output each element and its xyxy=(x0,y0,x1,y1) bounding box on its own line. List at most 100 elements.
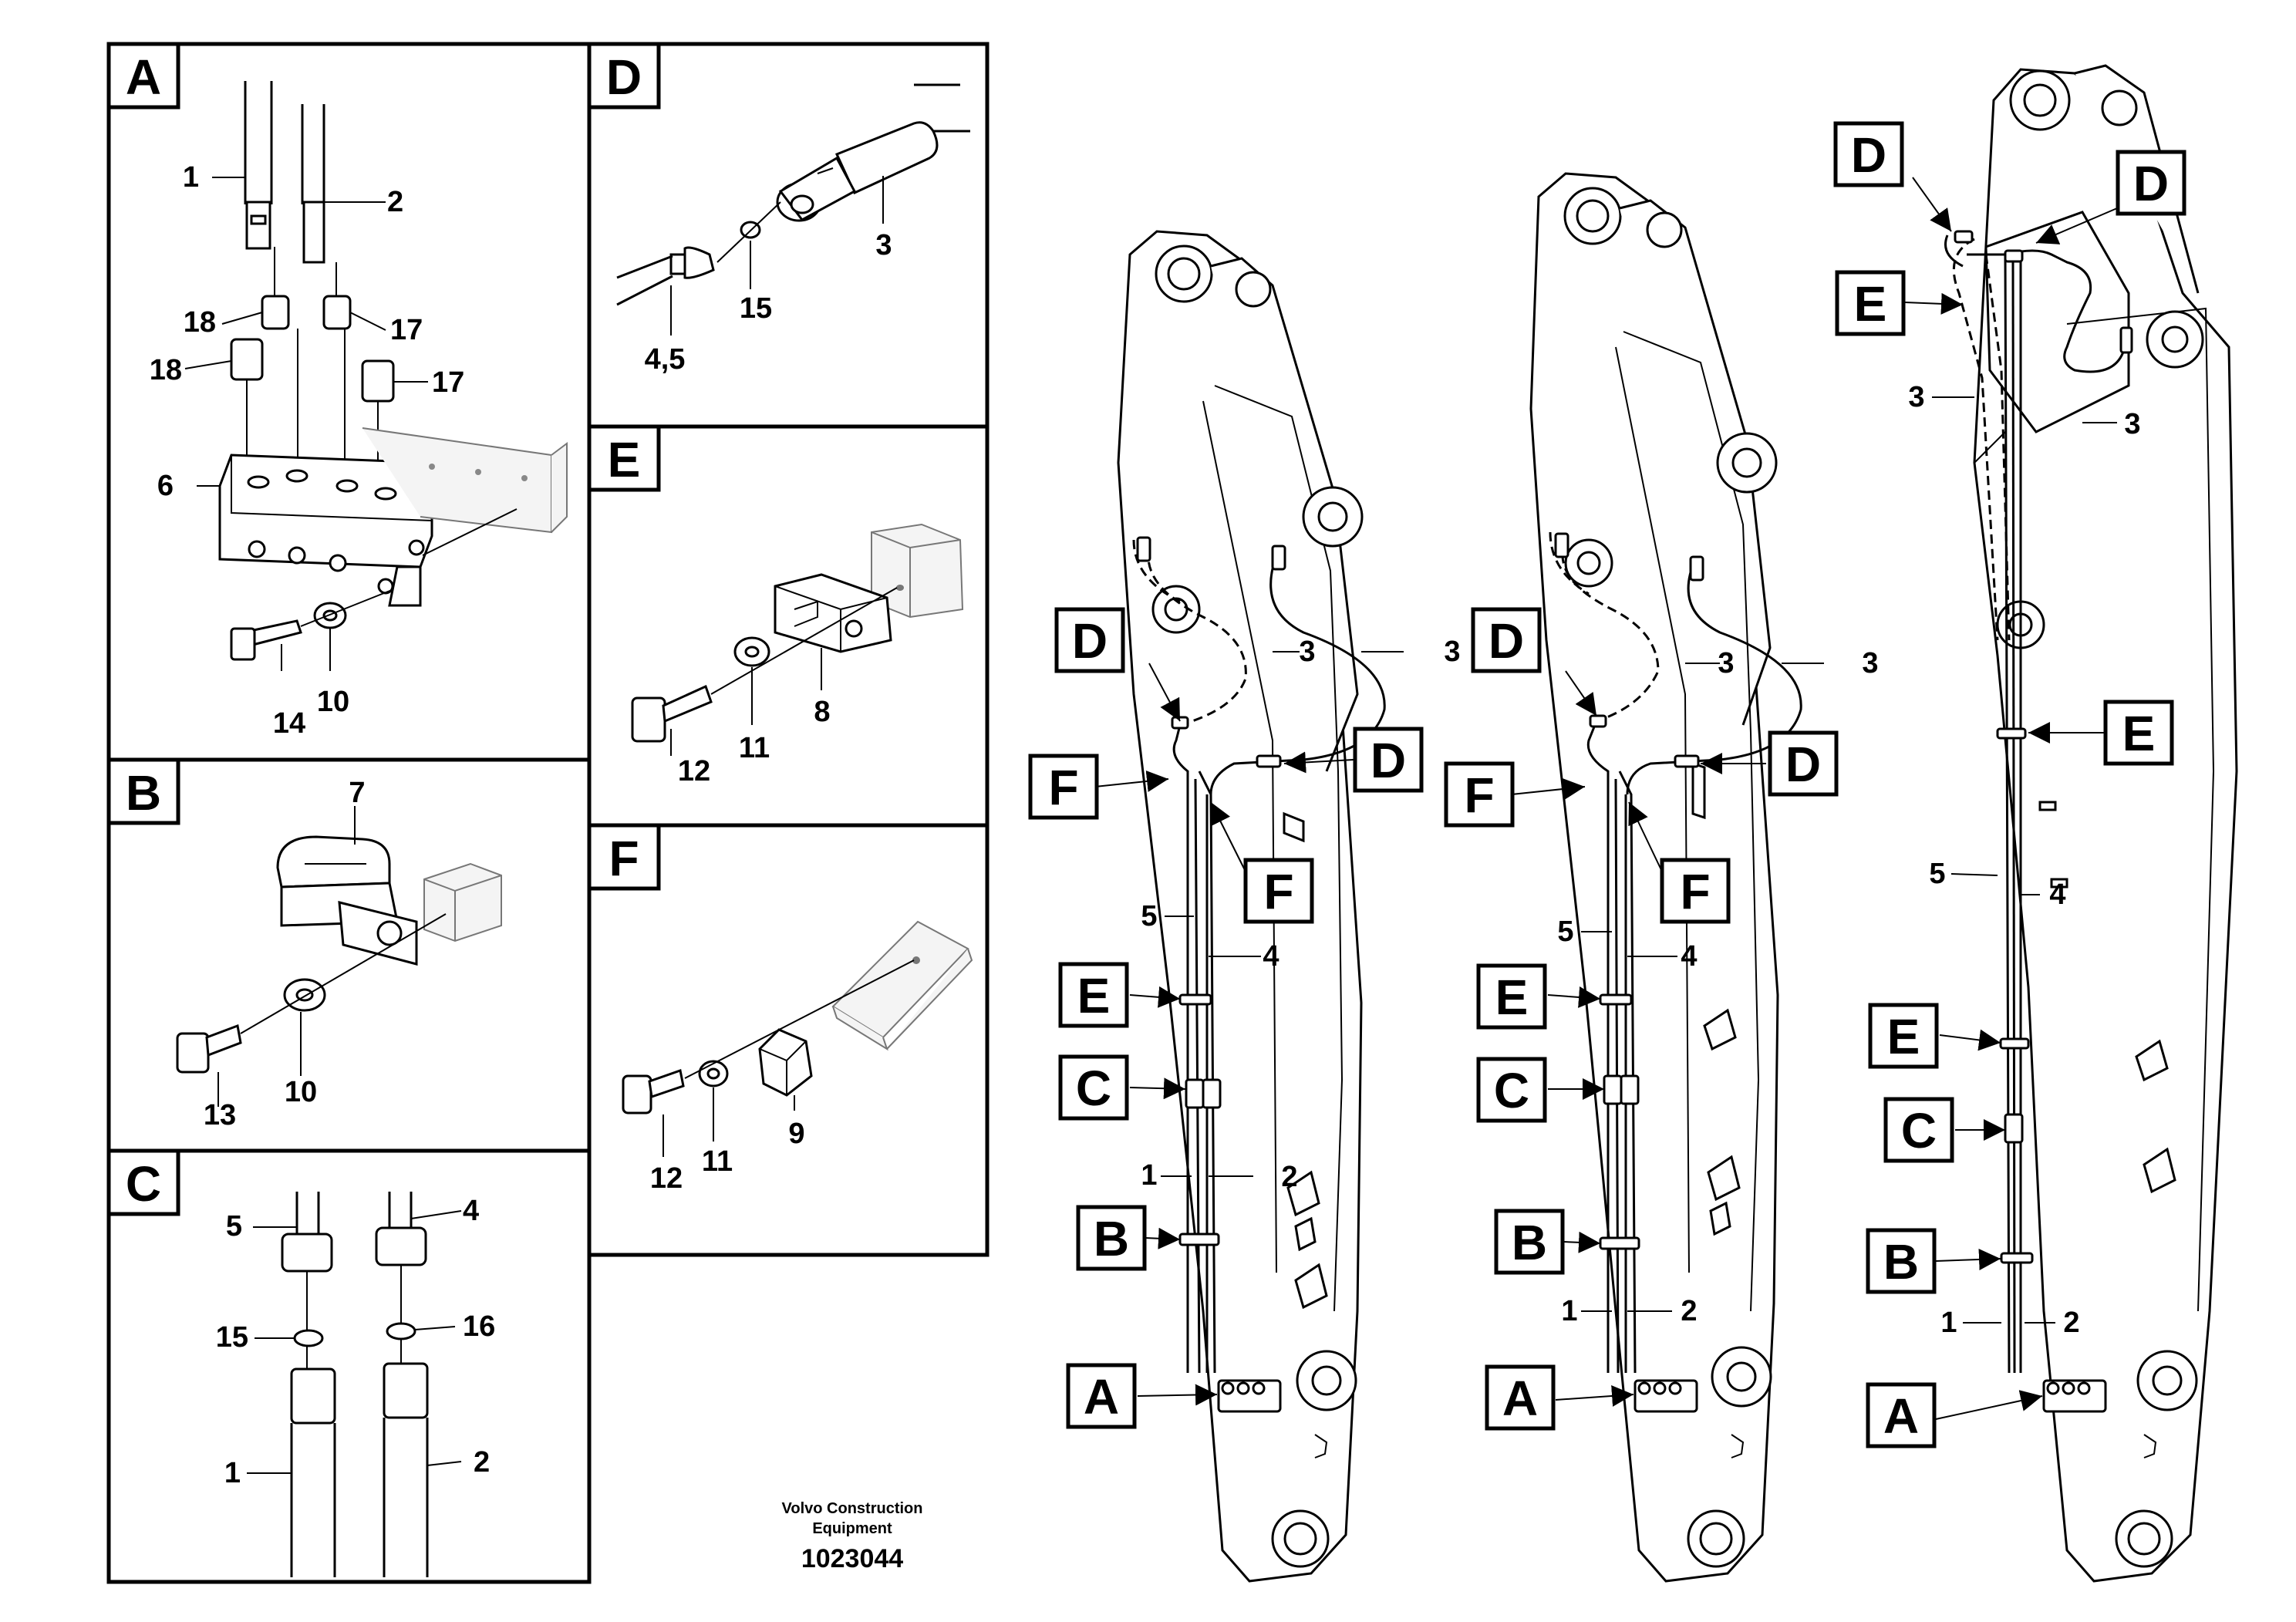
svg-text:B: B xyxy=(1512,1215,1547,1270)
svg-text:3: 3 xyxy=(1862,647,1878,679)
svg-text:1: 1 xyxy=(1141,1159,1157,1192)
svg-text:1: 1 xyxy=(224,1457,241,1489)
svg-text:3: 3 xyxy=(875,229,892,261)
svg-text:2: 2 xyxy=(1281,1161,1297,1193)
footer-company-line2: Equipment xyxy=(812,1520,892,1537)
svg-text:B: B xyxy=(1094,1211,1129,1266)
svg-text:E: E xyxy=(608,432,641,487)
svg-text:12: 12 xyxy=(678,755,710,787)
panel-f-drawing xyxy=(622,920,973,1157)
svg-text:11: 11 xyxy=(739,732,770,764)
svg-text:1: 1 xyxy=(183,161,199,194)
svg-text:3: 3 xyxy=(1718,647,1734,679)
svg-text:E: E xyxy=(2122,706,2156,761)
svg-text:13: 13 xyxy=(204,1099,236,1131)
panel-f-callouts: 9 12 11 xyxy=(650,1118,805,1195)
panel-d-letter-box: D xyxy=(587,42,661,110)
panel-b-letter-box: B xyxy=(106,757,180,825)
boom-2-callouts: 3 3 5 4 1 2 xyxy=(1557,647,1878,1327)
svg-text:D: D xyxy=(1371,733,1406,788)
svg-text:B: B xyxy=(1883,1234,1919,1290)
panel-a-callouts: 1 2 18 17 18 17 6 14 10 xyxy=(150,161,465,740)
panel-e-callouts: 8 12 11 xyxy=(678,696,831,787)
svg-text:4: 4 xyxy=(1681,940,1697,973)
svg-text:A: A xyxy=(1084,1369,1119,1425)
svg-text:A: A xyxy=(1502,1371,1538,1426)
panel-c-letter-box: C xyxy=(106,1148,180,1216)
svg-text:18: 18 xyxy=(150,354,182,386)
svg-text:5: 5 xyxy=(1141,900,1157,932)
svg-text:F: F xyxy=(1464,767,1494,823)
panel-f-letter-box: F xyxy=(587,823,661,891)
panel-frames xyxy=(106,42,990,1584)
svg-text:F: F xyxy=(1680,864,1710,919)
svg-text:D: D xyxy=(2133,156,2169,211)
panel-c-drawing xyxy=(247,1192,462,1577)
svg-text:5: 5 xyxy=(1557,916,1573,948)
svg-text:4: 4 xyxy=(2049,878,2065,911)
panel-d-drawing xyxy=(616,83,970,336)
panel-b-callouts: 7 10 13 xyxy=(204,777,366,1131)
boom-2-arrows xyxy=(1511,663,1824,1407)
svg-text:17: 17 xyxy=(390,314,423,346)
svg-text:A: A xyxy=(126,49,161,105)
svg-text:12: 12 xyxy=(650,1162,683,1195)
svg-text:15: 15 xyxy=(216,1321,248,1354)
boom-1-label-boxes: D F D F E C B A xyxy=(1028,607,1424,1429)
svg-text:D: D xyxy=(1851,127,1886,183)
svg-text:10: 10 xyxy=(317,686,349,718)
svg-text:D: D xyxy=(1489,613,1524,669)
boom-3-drawing xyxy=(1944,64,2238,1583)
svg-text:D: D xyxy=(1785,737,1821,792)
panel-a-drawing xyxy=(184,81,568,671)
drawing-number: 1023044 xyxy=(801,1544,903,1573)
svg-text:F: F xyxy=(1263,864,1293,919)
svg-text:1: 1 xyxy=(1561,1295,1577,1327)
svg-text:C: C xyxy=(1076,1061,1111,1116)
svg-text:4,5: 4,5 xyxy=(645,343,686,376)
boom-1-drawing xyxy=(1117,230,1386,1583)
boom-3-callouts: 3 3 5 4 1 2 xyxy=(1908,381,2140,1339)
svg-text:7: 7 xyxy=(349,777,365,809)
svg-text:17: 17 xyxy=(432,366,464,399)
svg-text:8: 8 xyxy=(814,696,830,728)
svg-text:14: 14 xyxy=(273,707,305,740)
svg-text:C: C xyxy=(1901,1103,1937,1158)
boom-2-label-boxes: D F D F E C B A xyxy=(1444,607,1839,1431)
svg-text:18: 18 xyxy=(184,306,216,339)
panel-d-callouts: 3 15 4,5 xyxy=(645,229,892,376)
svg-text:2: 2 xyxy=(387,186,403,218)
svg-text:E: E xyxy=(1887,1009,1920,1064)
svg-text:E: E xyxy=(1495,969,1529,1025)
svg-text:9: 9 xyxy=(788,1118,804,1150)
svg-text:3: 3 xyxy=(2124,408,2140,440)
svg-text:F: F xyxy=(609,831,639,886)
boom-1-callouts: 3 3 5 4 1 2 xyxy=(1141,636,1460,1193)
svg-text:2: 2 xyxy=(2063,1307,2079,1339)
svg-text:6: 6 xyxy=(157,470,174,502)
footer-company-line1: Volvo Construction xyxy=(782,1500,923,1517)
panel-a-letter-box: A xyxy=(106,42,180,110)
panel-e-letter-box: E xyxy=(587,424,661,492)
svg-text:B: B xyxy=(126,765,161,821)
boom-3-label-boxes: D D E E E C B A xyxy=(1833,121,2186,1448)
svg-text:E: E xyxy=(1077,968,1111,1023)
svg-text:3: 3 xyxy=(1299,636,1315,668)
panel-e-drawing xyxy=(631,523,964,756)
svg-text:4: 4 xyxy=(463,1195,479,1227)
svg-text:D: D xyxy=(1072,613,1108,669)
svg-text:A: A xyxy=(1883,1388,1919,1444)
svg-text:C: C xyxy=(1494,1063,1529,1118)
svg-text:5: 5 xyxy=(1929,858,1945,890)
boom-2-drawing xyxy=(1529,172,1802,1583)
svg-text:4: 4 xyxy=(1263,940,1279,973)
svg-text:11: 11 xyxy=(702,1145,733,1178)
svg-text:D: D xyxy=(606,49,642,105)
panel-c-callouts: 5 4 15 16 1 2 xyxy=(216,1195,496,1489)
svg-text:E: E xyxy=(1854,276,1887,332)
boom-3-arrows xyxy=(1904,177,2118,1420)
svg-text:1: 1 xyxy=(1940,1307,1957,1339)
svg-text:C: C xyxy=(126,1156,161,1212)
svg-text:16: 16 xyxy=(463,1310,495,1343)
